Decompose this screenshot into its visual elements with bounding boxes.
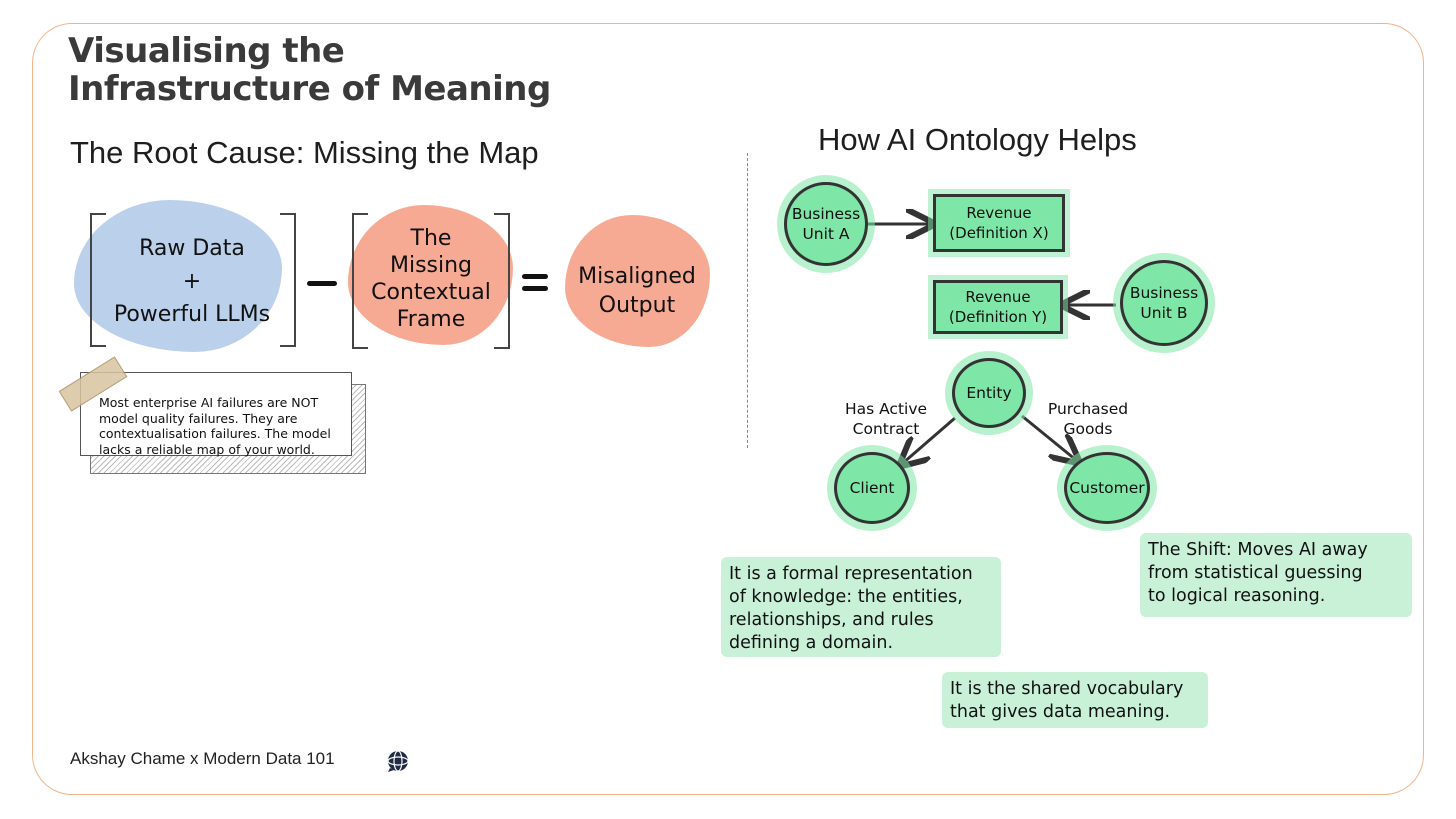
node-client: Client [834, 452, 910, 524]
node-revenue-definition-y: Revenue (Definition Y) [933, 280, 1063, 334]
callout-ontology-definition: It is a formal representation of knowled… [721, 557, 1001, 657]
equation-term-raw-data: Raw Data + Powerful LLMs [113, 236, 271, 327]
node-revenue-definition-x: Revenue (Definition X) [933, 194, 1065, 252]
callout-shared-vocabulary: It is the shared vocabulary that gives d… [942, 672, 1208, 728]
globe-chat-icon [387, 750, 409, 772]
missing-frame-wash [348, 205, 513, 345]
slide-frame [32, 23, 1424, 795]
footer-credit: Akshay Chame x Modern Data 101 [70, 749, 335, 768]
equation-result: Misaligned Output [578, 264, 696, 318]
equation-term-missing-frame: The Missing Contextual Frame [371, 226, 491, 332]
bracket-left-2 [352, 213, 368, 349]
node-entity: Entity [952, 358, 1026, 428]
left-section-title: The Root Cause: Missing the Map [70, 135, 539, 170]
minus-operator [307, 281, 337, 286]
equals-operator-bottom [522, 286, 548, 291]
node-customer: Customer [1064, 452, 1150, 524]
callout-the-shift: The Shift: Moves AI away from statistica… [1140, 533, 1412, 617]
edge-entity-to-customer [1021, 414, 1076, 460]
edge-label-has-active-contract: Has Active Contract [844, 400, 928, 438]
insight-note: Most enterprise AI failures are NOT mode… [80, 372, 352, 457]
node-business-unit-b: Business Unit B [1120, 260, 1208, 346]
output-wash [565, 215, 710, 347]
edge-entity-to-client [903, 416, 956, 463]
section-divider [747, 153, 748, 448]
bracket-left-1 [90, 213, 106, 347]
right-section-title: How AI Ontology Helps [818, 122, 1137, 157]
equals-operator-top [522, 274, 548, 279]
edge-label-purchased-goods: Purchased Goods [1047, 400, 1129, 438]
node-business-unit-a: Business Unit A [784, 182, 868, 266]
main-title: Visualising the Infrastructure of Meanin… [68, 31, 551, 109]
raw-data-wash [74, 200, 282, 352]
bracket-right-1 [280, 213, 296, 347]
bracket-right-2 [494, 213, 510, 349]
